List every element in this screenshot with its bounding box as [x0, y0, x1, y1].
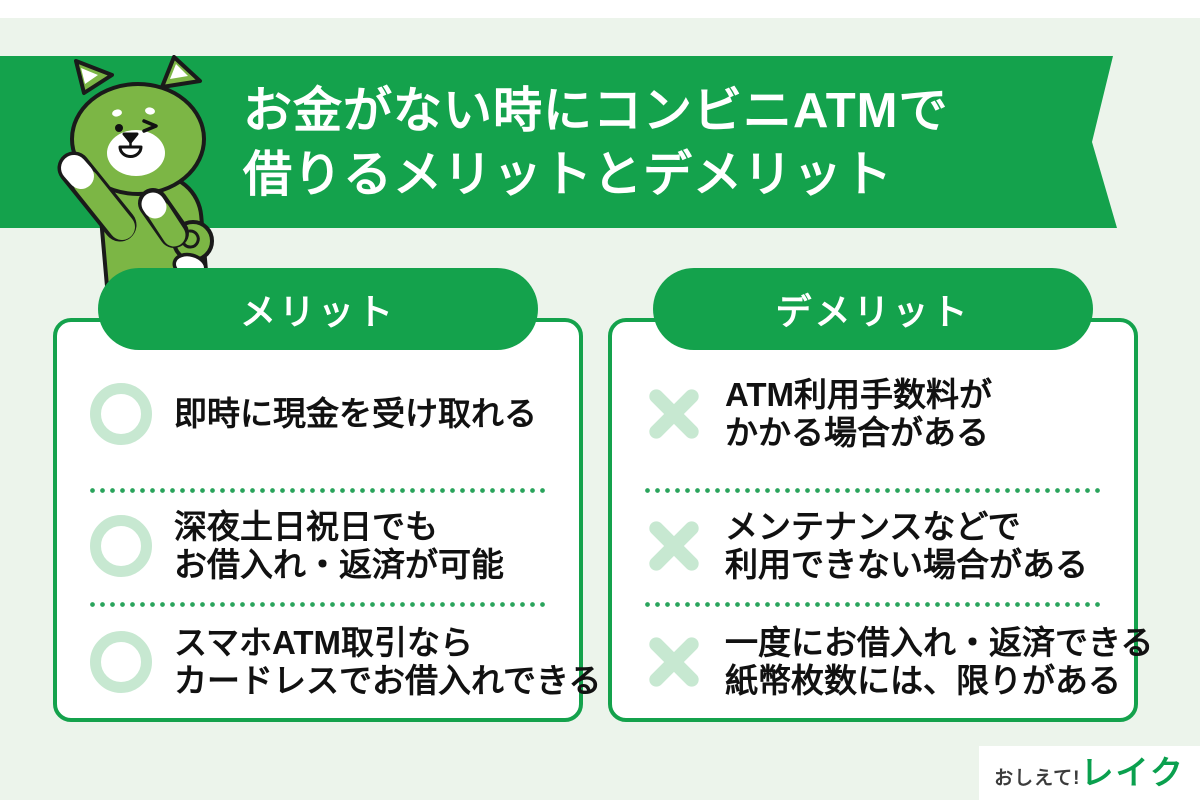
- merits-heading-label: メリット: [239, 291, 396, 332]
- demerits-card: デメリット ATM利用手数料が かかる場合がある メンテナンスなどで 利用できな…: [608, 268, 1153, 722]
- merit-item-1: 即時に現金を受け取れる: [57, 368, 579, 460]
- demerit-item-2-text: メンテナンスなどで 利用できない場合がある: [725, 508, 1088, 583]
- dotted-divider: [645, 602, 1101, 607]
- demerits-heading-pill: デメリット: [653, 268, 1093, 350]
- page-title-line1: お金がない時にコンビニATMで: [243, 84, 949, 138]
- dotted-divider: [90, 488, 546, 493]
- circle-icon: [90, 383, 152, 445]
- demerits-heading-label: デメリット: [775, 291, 971, 332]
- cross-icon: [645, 517, 703, 575]
- demerit-item-3: 一度にお借入れ・返済できる 紙幣枚数には、限りがある: [612, 616, 1153, 708]
- page-title-line2: 借りるメリットとデメリット: [243, 148, 894, 202]
- demerit-item-2: メンテナンスなどで 利用できない場合がある: [612, 500, 1134, 592]
- merits-card: メリット 即時に現金を受け取れる 深夜土日祝日でも お借入れ・返済が可能 スマホ…: [53, 268, 601, 722]
- cross-icon: [645, 385, 703, 443]
- brand-logo: おしえて! レイク: [979, 746, 1200, 800]
- cross-icon: [645, 633, 703, 691]
- merit-item-3-text: スマホATM取引なら カードレスでお借入れできる: [174, 624, 602, 699]
- dotted-divider: [645, 488, 1101, 493]
- demerit-item-1-text: ATM利用手数料が かかる場合がある: [725, 376, 993, 451]
- merits-heading-pill: メリット: [98, 268, 538, 350]
- merit-item-2-text: 深夜土日祝日でも お借入れ・返済が可能: [174, 508, 504, 583]
- brand-logo-prefix: おしえて!: [994, 768, 1081, 789]
- circle-icon: [90, 631, 152, 693]
- demerit-item-3-text: 一度にお借入れ・返済できる 紙幣枚数には、限りがある: [725, 624, 1154, 699]
- merit-item-3: スマホATM取引なら カードレスでお借入れできる: [57, 616, 601, 708]
- dotted-divider: [90, 602, 546, 607]
- demerit-item-1: ATM利用手数料が かかる場合がある: [612, 368, 1134, 460]
- merit-item-1-text: 即時に現金を受け取れる: [174, 395, 537, 432]
- brand-logo-name: レイク: [1080, 754, 1185, 791]
- page-title: お金がない時にコンビニATMで 借りるメリットとデメリット: [243, 79, 949, 207]
- merit-item-2: 深夜土日祝日でも お借入れ・返済が可能: [57, 500, 579, 592]
- circle-icon: [90, 515, 152, 577]
- top-white-strip: [0, 0, 1200, 18]
